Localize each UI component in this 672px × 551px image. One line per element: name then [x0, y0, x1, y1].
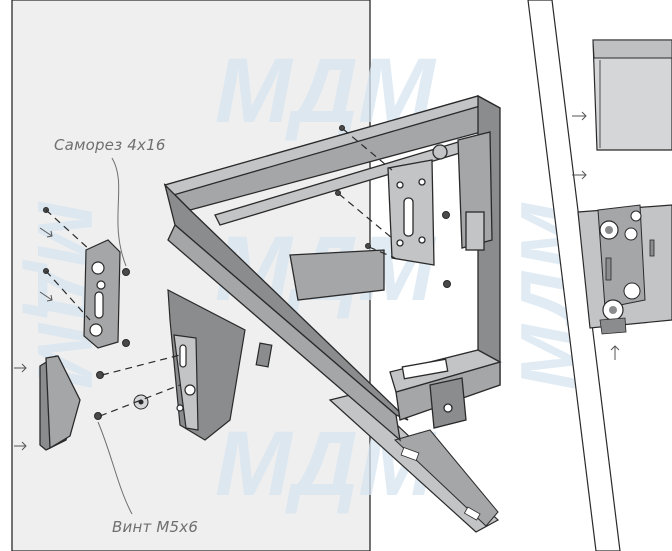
self-tapping-screw-label: Саморез 4x16 — [54, 136, 166, 154]
screw-icon — [43, 125, 451, 420]
leader-screw — [111, 157, 127, 267]
insertion-arrows — [14, 227, 53, 451]
assembly-guides — [45, 128, 396, 417]
fasteners — [43, 125, 451, 420]
callout-leaders — [97, 157, 133, 515]
mounting-plate — [167, 288, 273, 441]
wall-bracket — [83, 239, 121, 349]
bolt-label: Винт М5x6 — [112, 518, 199, 536]
drawer-frame — [163, 94, 502, 442]
cabinet-side-panel — [11, 0, 371, 551]
leader-bolt — [97, 421, 133, 515]
cover-plate — [39, 355, 81, 451]
detail-view — [527, 0, 672, 551]
